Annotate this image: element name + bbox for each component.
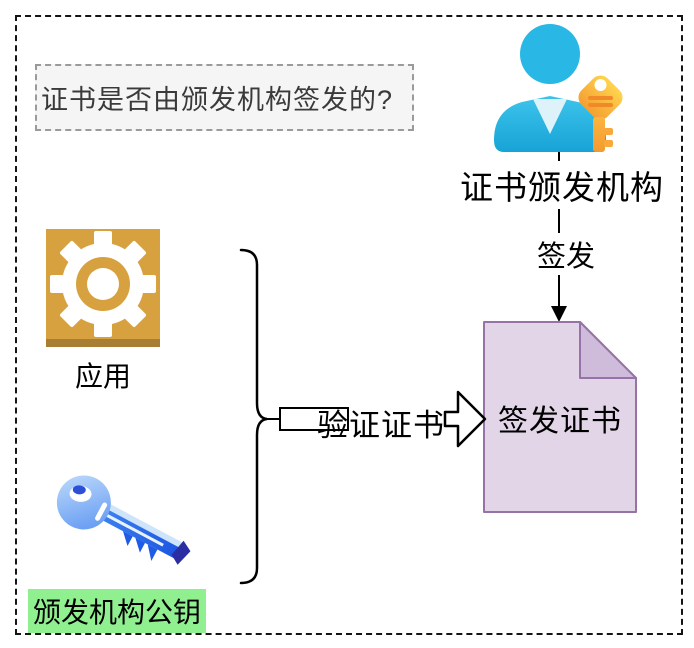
verify-label: 验证证书	[317, 408, 445, 443]
issue-arrowhead	[551, 306, 567, 322]
ca-label: 证书颁发机构	[458, 161, 666, 209]
person-with-key-icon	[494, 24, 623, 152]
public-key-label: 颁发机构公钥	[28, 589, 207, 633]
verify-connector-line	[266, 418, 280, 420]
verify-box	[279, 407, 349, 431]
question-box: 证书是否由颁发机构签发的?	[35, 64, 414, 131]
diagram-outer-dashed-frame	[15, 15, 683, 635]
issue-arrow-line	[558, 150, 560, 308]
question-text: 证书是否由颁发机构签发的?	[41, 85, 394, 115]
blue-key-icon	[56, 475, 191, 565]
issue-label: 签发	[534, 233, 599, 275]
app-label: 应用	[74, 361, 131, 392]
certificate-label: 签发证书	[498, 405, 622, 438]
orange-key-icon	[578, 75, 623, 152]
verify-block-arrow	[443, 390, 487, 448]
grouping-brace	[239, 248, 268, 585]
certificate-document	[483, 321, 637, 513]
gear-icon	[46, 229, 160, 347]
